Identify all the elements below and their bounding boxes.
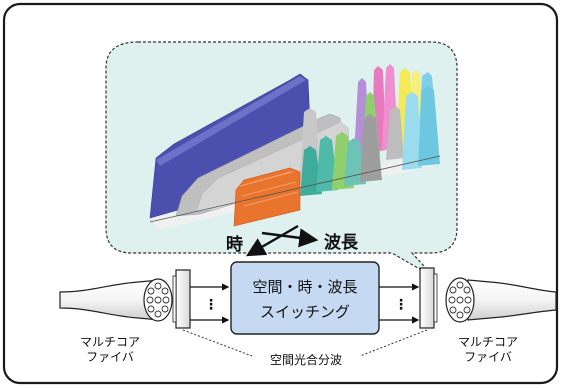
time-axis-label: 時 <box>226 234 243 255</box>
switching-box: 空間・時・波長 スイッチング <box>230 261 380 335</box>
right-fiber-label-line-1: マルチコア <box>458 335 518 349</box>
multicore-fiber-icon <box>448 281 472 319</box>
spatial-mux-icon <box>175 269 191 329</box>
left-connectors: ⋮ <box>190 283 230 324</box>
peak-gray-5 <box>360 114 382 182</box>
left-multicore-fiber <box>59 278 173 322</box>
mux-label: 空間光合分波 <box>270 352 342 367</box>
switching-box-rect <box>230 261 380 335</box>
plot-baseline <box>149 155 441 223</box>
switching-line-1: 空間・時・波長 <box>252 278 357 296</box>
peak-cyan-2 <box>402 92 422 170</box>
right-fiber-label-line-2: ファイバ <box>464 350 512 364</box>
left-ellipsis: ⋮ <box>204 297 218 313</box>
switching-line-2: スイッチング <box>260 303 350 321</box>
spectrum-3d-plot <box>149 64 441 230</box>
left-fiber-label-line-1: マルチコア <box>80 335 140 349</box>
spatial-mux-icon <box>419 267 435 329</box>
wavelength-axis-label: 波長 <box>324 232 359 253</box>
peak-orange-sheet <box>233 167 301 227</box>
peak-gray-4 <box>386 106 404 160</box>
right-fiber-body <box>467 279 557 321</box>
peak-teal-1 <box>300 146 322 196</box>
wavelength-axis-arrow <box>261 228 319 248</box>
right-multicore-fiber <box>445 277 557 323</box>
time-axis-arrow <box>245 224 299 257</box>
right-spatial-mux <box>419 267 438 329</box>
right-ellipsis: ⋮ <box>394 297 408 313</box>
mux-leader-left <box>182 329 253 357</box>
peak-cyan-3 <box>418 86 440 166</box>
left-spatial-mux <box>172 269 191 329</box>
left-fiber-label-line-2: ファイバ <box>86 350 134 364</box>
multicore-fiber-icon <box>146 282 170 318</box>
right-connectors: ⋮ <box>379 283 420 324</box>
peak-blue-ridge <box>156 76 306 166</box>
peak-teal-2 <box>316 136 338 192</box>
